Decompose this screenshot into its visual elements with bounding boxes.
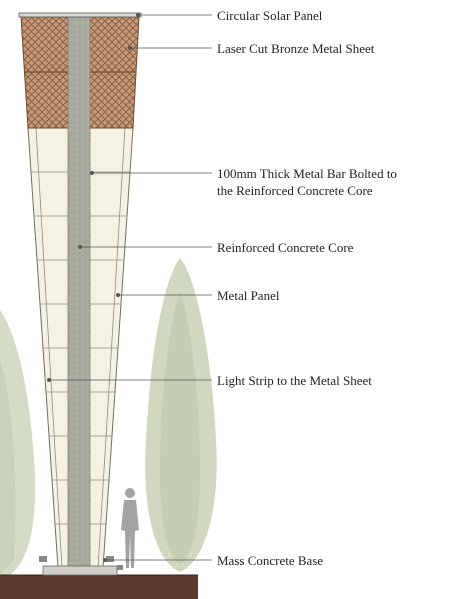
- label-light-strip: Light Strip to the Metal Sheet: [217, 373, 372, 388]
- left-tree: [0, 310, 35, 575]
- label-laser-cut-bronze-sheet: Laser Cut Bronze Metal Sheet: [217, 41, 375, 56]
- circular-solar-panel: [18, 12, 142, 18]
- panel-edge-line: [97, 127, 126, 569]
- ground-soil: [0, 575, 198, 599]
- mass-concrete-base: [42, 565, 118, 576]
- right-tree: [145, 258, 217, 572]
- label-metal-panel: Metal Panel: [217, 288, 280, 303]
- label-mass-concrete-base: Mass Concrete Base: [217, 553, 324, 568]
- ground-uplight-fixtures: [39, 556, 123, 570]
- label-circular-solar-panel: Circular Solar Panel: [217, 8, 323, 23]
- label-metal-bar: 100mm Thick Metal Bar Bolted to the Rein…: [217, 166, 397, 198]
- label-reinforced-concrete-core: Reinforced Concrete Core: [217, 240, 354, 255]
- panel-edge-line: [35, 127, 63, 569]
- reinforced-concrete-core: [67, 16, 91, 571]
- leader-lines: [47, 12, 212, 563]
- human-figure-silhouette: [121, 488, 139, 568]
